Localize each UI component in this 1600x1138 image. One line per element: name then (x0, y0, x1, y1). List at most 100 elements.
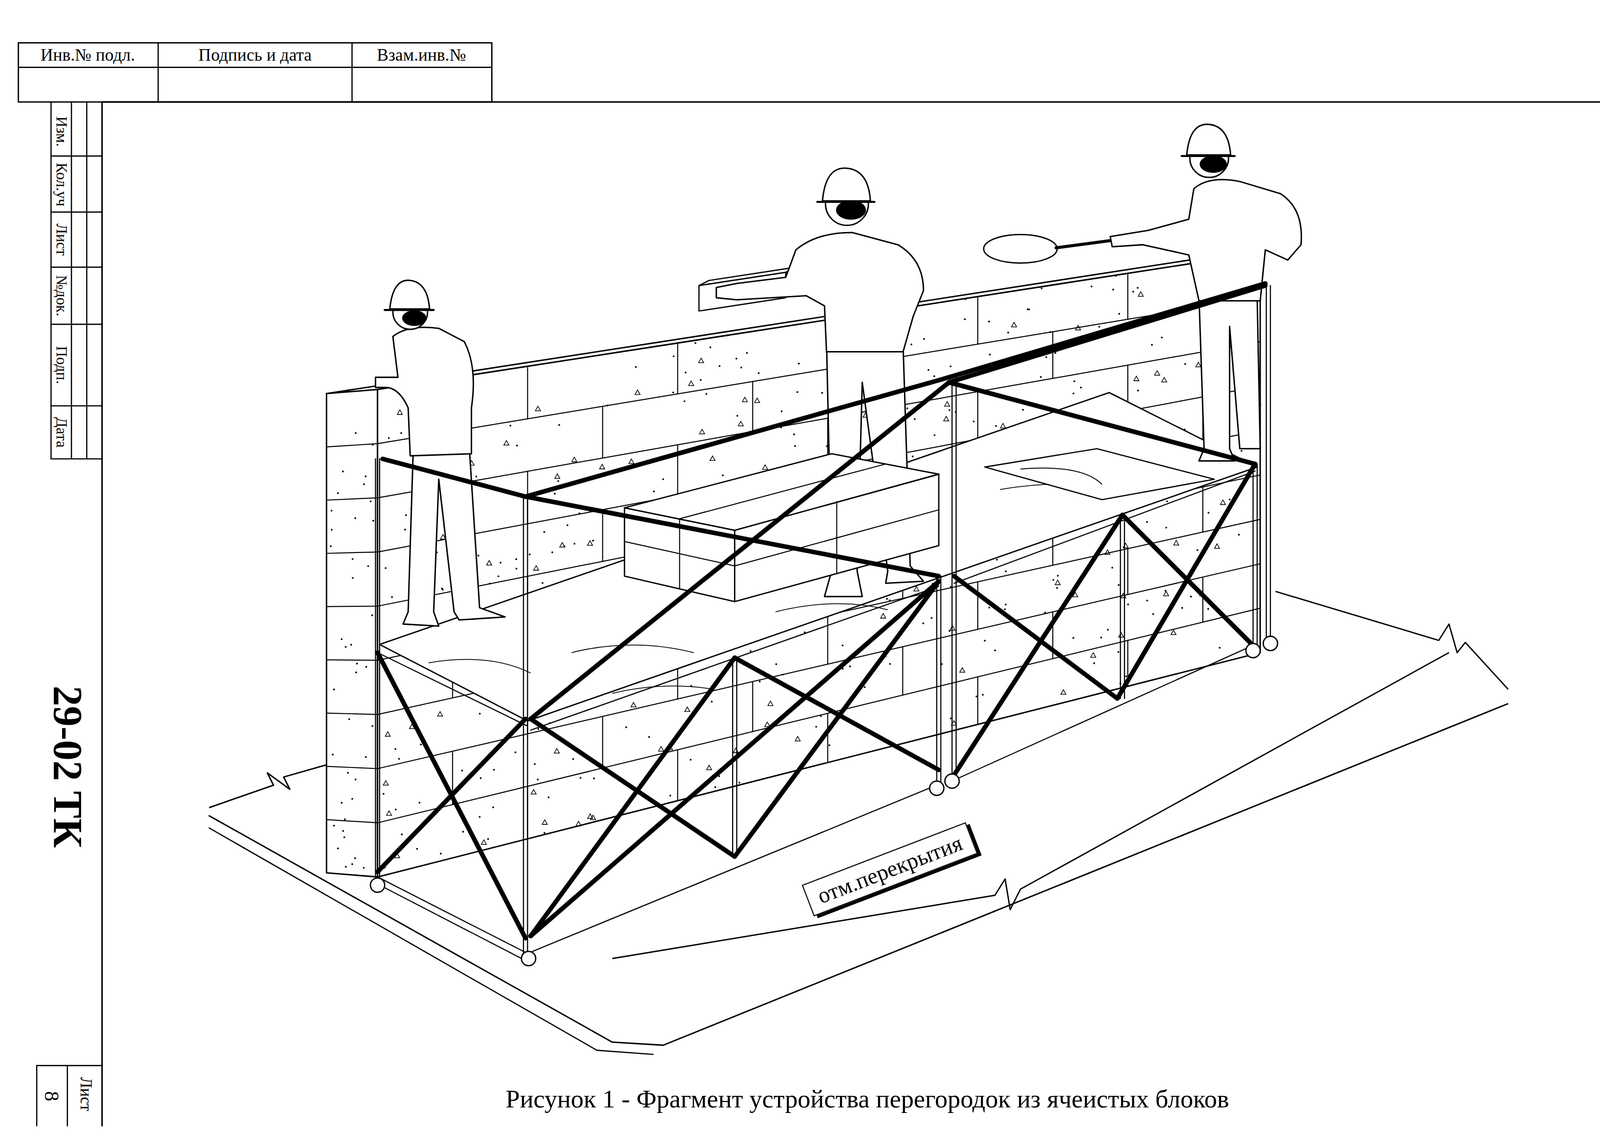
block-texture (1181, 607, 1183, 609)
block-texture (1125, 675, 1128, 678)
document-code: 29-02 ТК (44, 686, 90, 849)
block-texture (994, 649, 997, 652)
block-texture (863, 686, 866, 689)
block-texture (767, 701, 773, 707)
table-line (351, 42, 353, 102)
table-cell: Изм. (52, 116, 70, 147)
block-texture (364, 756, 367, 759)
block-texture (972, 420, 975, 423)
block-texture (927, 369, 930, 372)
table-line (66, 1066, 69, 1127)
block-texture (911, 455, 914, 458)
block-texture (1160, 336, 1163, 339)
block-texture (542, 820, 548, 825)
block-joint (326, 606, 378, 608)
block-texture (672, 391, 675, 394)
worker (403, 449, 506, 627)
block-joint (977, 296, 979, 345)
block-texture (365, 666, 367, 669)
block-texture (479, 777, 482, 780)
block-texture (486, 838, 489, 841)
sheet-label: Лист (76, 1077, 95, 1112)
block-texture (797, 362, 800, 365)
block-joint (1202, 577, 1204, 623)
table-line (50, 266, 102, 269)
scaffold-brace (530, 657, 735, 937)
block-texture (479, 713, 481, 715)
block-texture (1114, 275, 1117, 278)
block-texture (418, 802, 421, 804)
block-texture (885, 598, 888, 601)
block-texture (514, 751, 517, 754)
block-texture (1098, 326, 1101, 329)
block-texture (625, 726, 627, 729)
block-joint (678, 464, 886, 520)
floor-break-line (208, 765, 327, 808)
worker (1199, 295, 1261, 462)
block-texture (757, 372, 760, 375)
block-joint (1052, 331, 1054, 379)
block-texture (662, 478, 665, 481)
trowel (1056, 240, 1111, 248)
scaffold-brace (948, 382, 1256, 465)
block-texture (1184, 363, 1187, 366)
block-texture (543, 531, 546, 534)
block-texture (933, 375, 936, 378)
block-texture (341, 470, 344, 473)
block-texture (828, 744, 831, 747)
block-texture (1056, 587, 1058, 589)
block-joint (1127, 549, 1129, 595)
table-cell: №док. (52, 275, 70, 317)
block-texture (351, 798, 354, 801)
block-texture (354, 517, 357, 520)
block-joint (601, 509, 603, 562)
scaffold-post (379, 459, 380, 878)
block-texture (684, 707, 690, 712)
block-texture (959, 668, 965, 673)
scaffold-post (935, 576, 937, 786)
block-joint (977, 676, 979, 725)
block-texture (841, 644, 844, 647)
block-texture (503, 440, 509, 446)
block-texture (587, 814, 593, 819)
block-texture (566, 524, 569, 527)
mortar-tray (1020, 468, 1102, 485)
block-texture (541, 582, 544, 585)
block-texture (709, 455, 715, 461)
block-texture (371, 725, 374, 728)
block-texture (497, 575, 500, 578)
block-texture (355, 671, 358, 674)
block-texture (369, 500, 372, 503)
block-texture (1165, 526, 1168, 529)
block-texture (1195, 362, 1202, 367)
table-header: Инв.№ подл. (40, 46, 135, 66)
block-texture (341, 830, 344, 833)
block-texture (1045, 356, 1048, 359)
block-texture (416, 848, 418, 851)
block-texture (354, 432, 357, 435)
block-texture (391, 596, 393, 599)
block-texture (794, 445, 797, 448)
block-texture (477, 554, 480, 557)
block-texture (509, 424, 512, 427)
worker-face (402, 310, 427, 327)
block-texture (1039, 376, 1042, 379)
block-texture (475, 475, 478, 478)
scaffold-brace (525, 377, 949, 498)
block-texture (699, 379, 702, 381)
block-texture (387, 437, 390, 440)
block-texture (404, 529, 406, 532)
block-texture (1004, 608, 1006, 611)
helmet (1186, 124, 1231, 155)
block-texture (575, 821, 582, 827)
block-texture (533, 565, 539, 571)
block-texture (943, 416, 949, 422)
block-joint (827, 615, 829, 665)
scaffold-post (940, 576, 942, 786)
block-texture (910, 343, 913, 346)
block-texture (347, 771, 349, 774)
block-texture (382, 793, 385, 796)
block-texture (331, 753, 334, 756)
block-texture (948, 409, 951, 412)
